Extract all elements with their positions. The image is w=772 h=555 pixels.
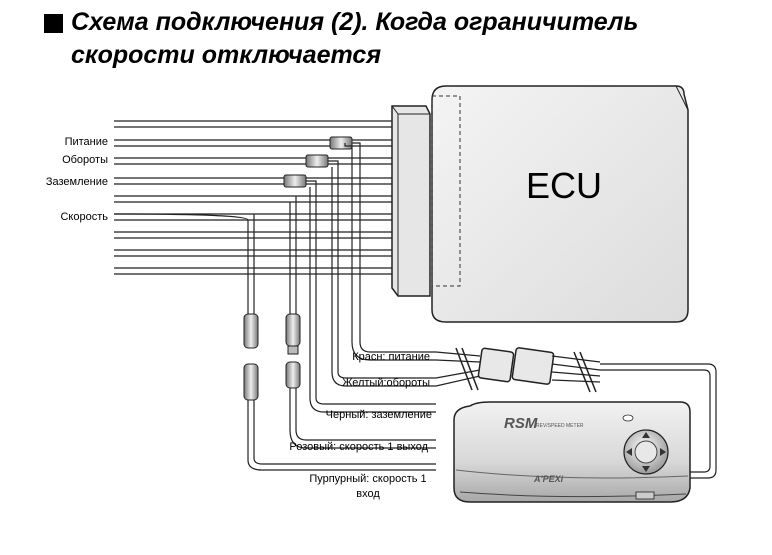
- label-pink-speed-out: Розовый: скорость 1 выход: [289, 441, 428, 453]
- label-purple-speed-in-1: Пурпурный: скорость 1: [309, 473, 426, 485]
- left-labels: Питание Обороты Заземление Скорость: [46, 136, 108, 223]
- label-ground: Заземление: [46, 176, 108, 188]
- label-yellow-rpm: Желтый:обороты: [342, 377, 430, 389]
- wire-taps: [283, 136, 353, 188]
- signal-wires: [113, 142, 436, 471]
- title-line-2: скорости отключается: [71, 41, 382, 69]
- ecu-connector: [391, 105, 431, 297]
- device-model-logo: RSM: [504, 415, 538, 432]
- ecu-unit: ECU: [391, 85, 689, 323]
- label-purple-speed-in-2: вход: [356, 488, 380, 500]
- page-title: Схема подключения (2). Когда ограничител…: [44, 6, 764, 72]
- device-subtitle: REV/SPEED METER: [536, 423, 584, 429]
- title-bullet: [44, 14, 63, 33]
- rsm-device: RSM REV/SPEED METER A'PEXi: [453, 401, 691, 503]
- wire-labels: Красн: питание Желтый:обороты Черный: за…: [289, 351, 432, 500]
- label-power: Питание: [65, 136, 108, 148]
- ecu-label: ECU: [526, 165, 602, 206]
- ecu-connector-outline: [431, 95, 461, 287]
- harness-connector: [435, 347, 717, 479]
- label-red-power: Красн: питание: [352, 351, 430, 363]
- title-line-1: Схема подключения (2). Когда ограничител…: [71, 8, 639, 36]
- label-black-ground: Черный: заземление: [326, 409, 432, 421]
- label-rpm: Обороты: [62, 154, 108, 166]
- label-speed: Скорость: [60, 211, 108, 223]
- device-brand: A'PEXi: [533, 474, 564, 484]
- bullet-connectors: [243, 313, 301, 401]
